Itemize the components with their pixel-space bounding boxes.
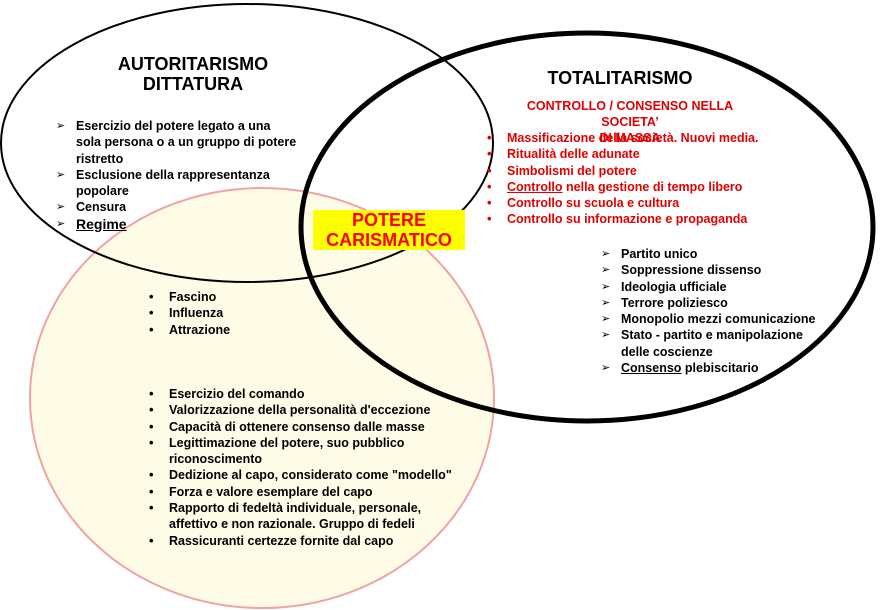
list-item: Esercizio del comando [145,386,505,403]
list-item: Controllo nella gestione di tempo libero [483,179,803,196]
list-item: Massificazione della società. Nuovi medi… [483,130,803,147]
list-item: Legittimazione del potere, suo pubblico … [145,435,505,468]
regime-label: Regime [76,215,127,232]
authoritarianism-title: AUTORITARISMO DITTATURA [95,54,291,94]
authoritarianism-title-line1: AUTORITARISMO [117,54,269,74]
list-item: Monopolio mezzi comunicazione [601,311,851,328]
list-item: Censura [56,199,316,216]
list-item: Regime [56,215,316,233]
list-item: Esclusione della rappresentanza popolare [56,167,316,200]
list-item: Soppressione dissenso [601,262,851,279]
authoritarianism-list: Esercizio del potere legato a una sola p… [56,118,316,232]
list-item: Stato - partito e manipolazione delle co… [601,327,851,360]
list-item: Influenza [145,305,295,322]
totalitarianism-features-list: Partito unico Soppressione dissenso Ideo… [601,246,851,377]
list-item: Fascino [145,289,295,306]
totalitarianism-control-list: Massificazione della società. Nuovi medi… [483,130,803,228]
charismatic-power-label: POTERE CARISMATICO [313,210,465,250]
list-item: Rapporto di fedeltà individuale, persona… [145,500,505,533]
list-item: Valorizzazione della personalità d'eccez… [145,402,505,419]
list-item: Controllo su informazione e propaganda [483,211,803,228]
charisma-list: Esercizio del comando Valorizzazione del… [145,386,505,549]
list-item: Simbolismi del potere [483,163,803,180]
totalitarianism-title: TOTALITARISMO [547,68,693,88]
list-item: Controllo su scuola e cultura [483,195,803,212]
list-item: Esercizio del potere legato a una sola p… [56,118,316,167]
list-item: Ritualità delle adunate [483,146,803,163]
list-item: Forza e valore esemplare del capo [145,484,505,501]
list-item: Terrore poliziesco [601,295,851,312]
list-item: Ideologia ufficiale [601,279,851,296]
list-item: Consenso plebiscitario [601,360,851,377]
list-item: Capacità di ottenere consenso dalle mass… [145,419,505,436]
charisma-overlap-list: Fascino Influenza Attrazione [145,289,295,338]
list-item: Attrazione [145,322,295,339]
list-item: Rassicuranti certezze fornite dal capo [145,533,505,550]
authoritarianism-title-line2: DITTATURA [142,74,244,94]
list-item: Dedizione al capo, considerato come "mod… [145,467,505,484]
list-item: Partito unico [601,246,851,263]
